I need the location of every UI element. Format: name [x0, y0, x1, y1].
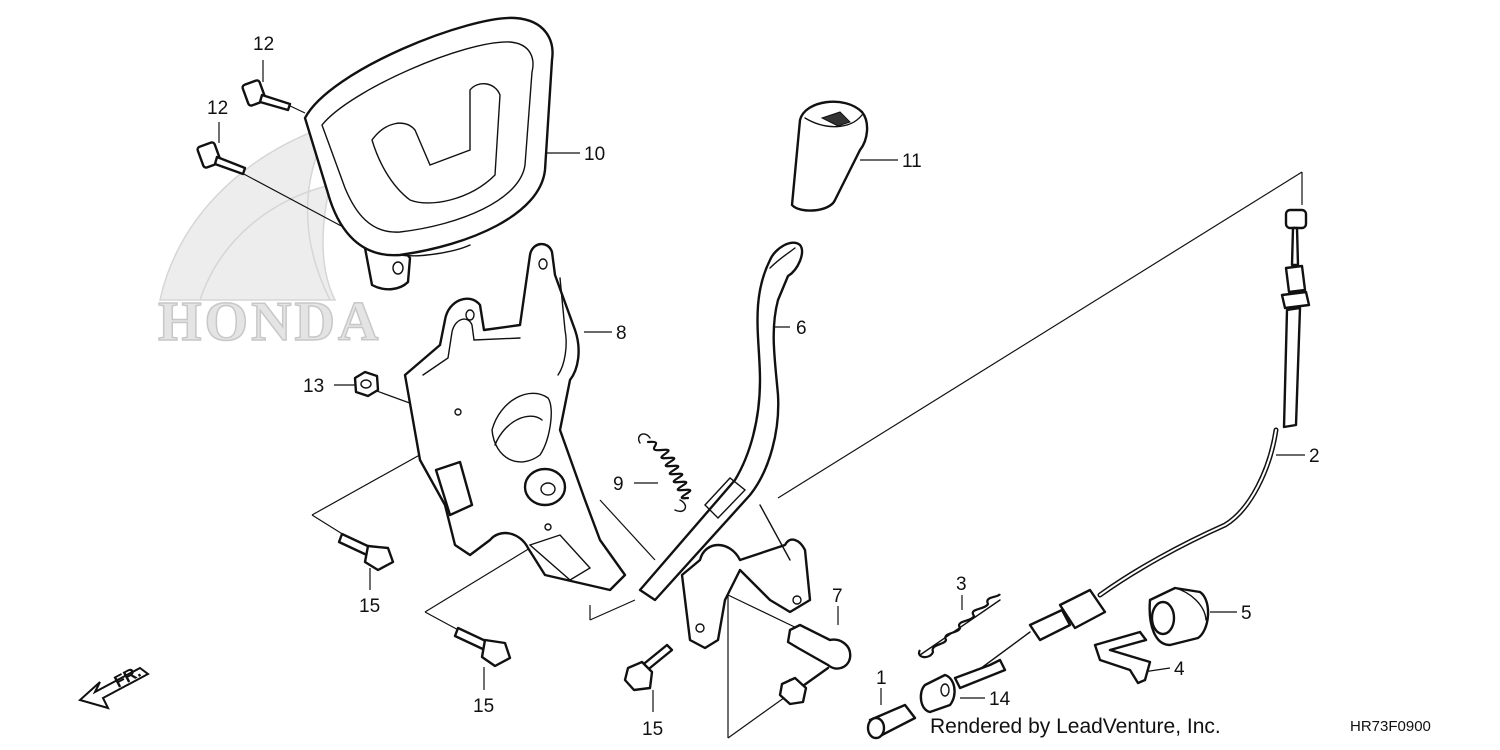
part-3-spring[interactable] — [917, 593, 1001, 659]
leader-lines — [218, 60, 1305, 739]
honda-watermark-text: HONDA — [158, 291, 381, 353]
part-4-clip[interactable] — [1093, 630, 1152, 685]
callout-12-upper: 12 — [253, 34, 274, 55]
part-12-bolt-lower[interactable] — [196, 141, 247, 176]
diagram-code: HR73F0900 — [1350, 718, 1431, 735]
part-11-shift-knob[interactable] — [790, 100, 869, 212]
part-15-bolt-left[interactable] — [337, 532, 395, 572]
part-1-nut[interactable] — [866, 703, 917, 740]
callout-1: 1 — [876, 668, 887, 689]
callout-labels: 12 12 10 11 8 6 13 9 2 3 7 5 4 15 15 15 … — [207, 34, 1320, 740]
callout-2: 2 — [1309, 446, 1320, 467]
callout-15-right: 15 — [642, 719, 663, 740]
honda-wing-icon — [159, 123, 337, 301]
callout-12-lower: 12 — [207, 98, 228, 119]
part-15-bolt-right[interactable] — [623, 643, 674, 692]
part-8-bracket[interactable] — [403, 242, 627, 592]
part-2-shift-cable[interactable] — [953, 208, 1311, 690]
arrow-left-down-icon — [77, 666, 150, 710]
callout-14: 14 — [989, 689, 1011, 710]
callout-15-left: 15 — [359, 596, 380, 617]
callout-8: 8 — [616, 323, 627, 344]
part-7-ball-joint[interactable] — [778, 623, 852, 706]
callout-7: 7 — [832, 586, 843, 607]
render-credit: Rendered by LeadVenture, Inc. — [930, 715, 1221, 738]
part-14-collar[interactable] — [919, 673, 956, 714]
callout-6: 6 — [796, 318, 807, 339]
part-5-cable-holder[interactable] — [1148, 586, 1210, 647]
honda-watermark: HONDA — [157, 123, 381, 354]
callout-13: 13 — [303, 376, 324, 397]
part-15-bolt-center[interactable] — [453, 626, 512, 668]
lever-mount-plate[interactable] — [680, 504, 812, 650]
part-9-spring[interactable] — [638, 433, 692, 512]
callout-10: 10 — [584, 144, 605, 165]
shift-pattern-icon — [820, 111, 851, 127]
callout-11: 11 — [902, 151, 922, 172]
part-13-nut[interactable] — [353, 370, 380, 398]
part-12-bolt-upper[interactable] — [241, 79, 292, 112]
callout-15-center: 15 — [473, 696, 494, 717]
callout-4: 4 — [1174, 659, 1185, 680]
front-direction-indicator: FR. — [77, 662, 150, 710]
callout-9: 9 — [613, 474, 624, 495]
callout-3: 3 — [956, 574, 967, 595]
callout-5: 5 — [1241, 603, 1252, 624]
part-10-shift-cover[interactable] — [303, 16, 554, 291]
part-6-shift-lever[interactable] — [638, 241, 804, 602]
